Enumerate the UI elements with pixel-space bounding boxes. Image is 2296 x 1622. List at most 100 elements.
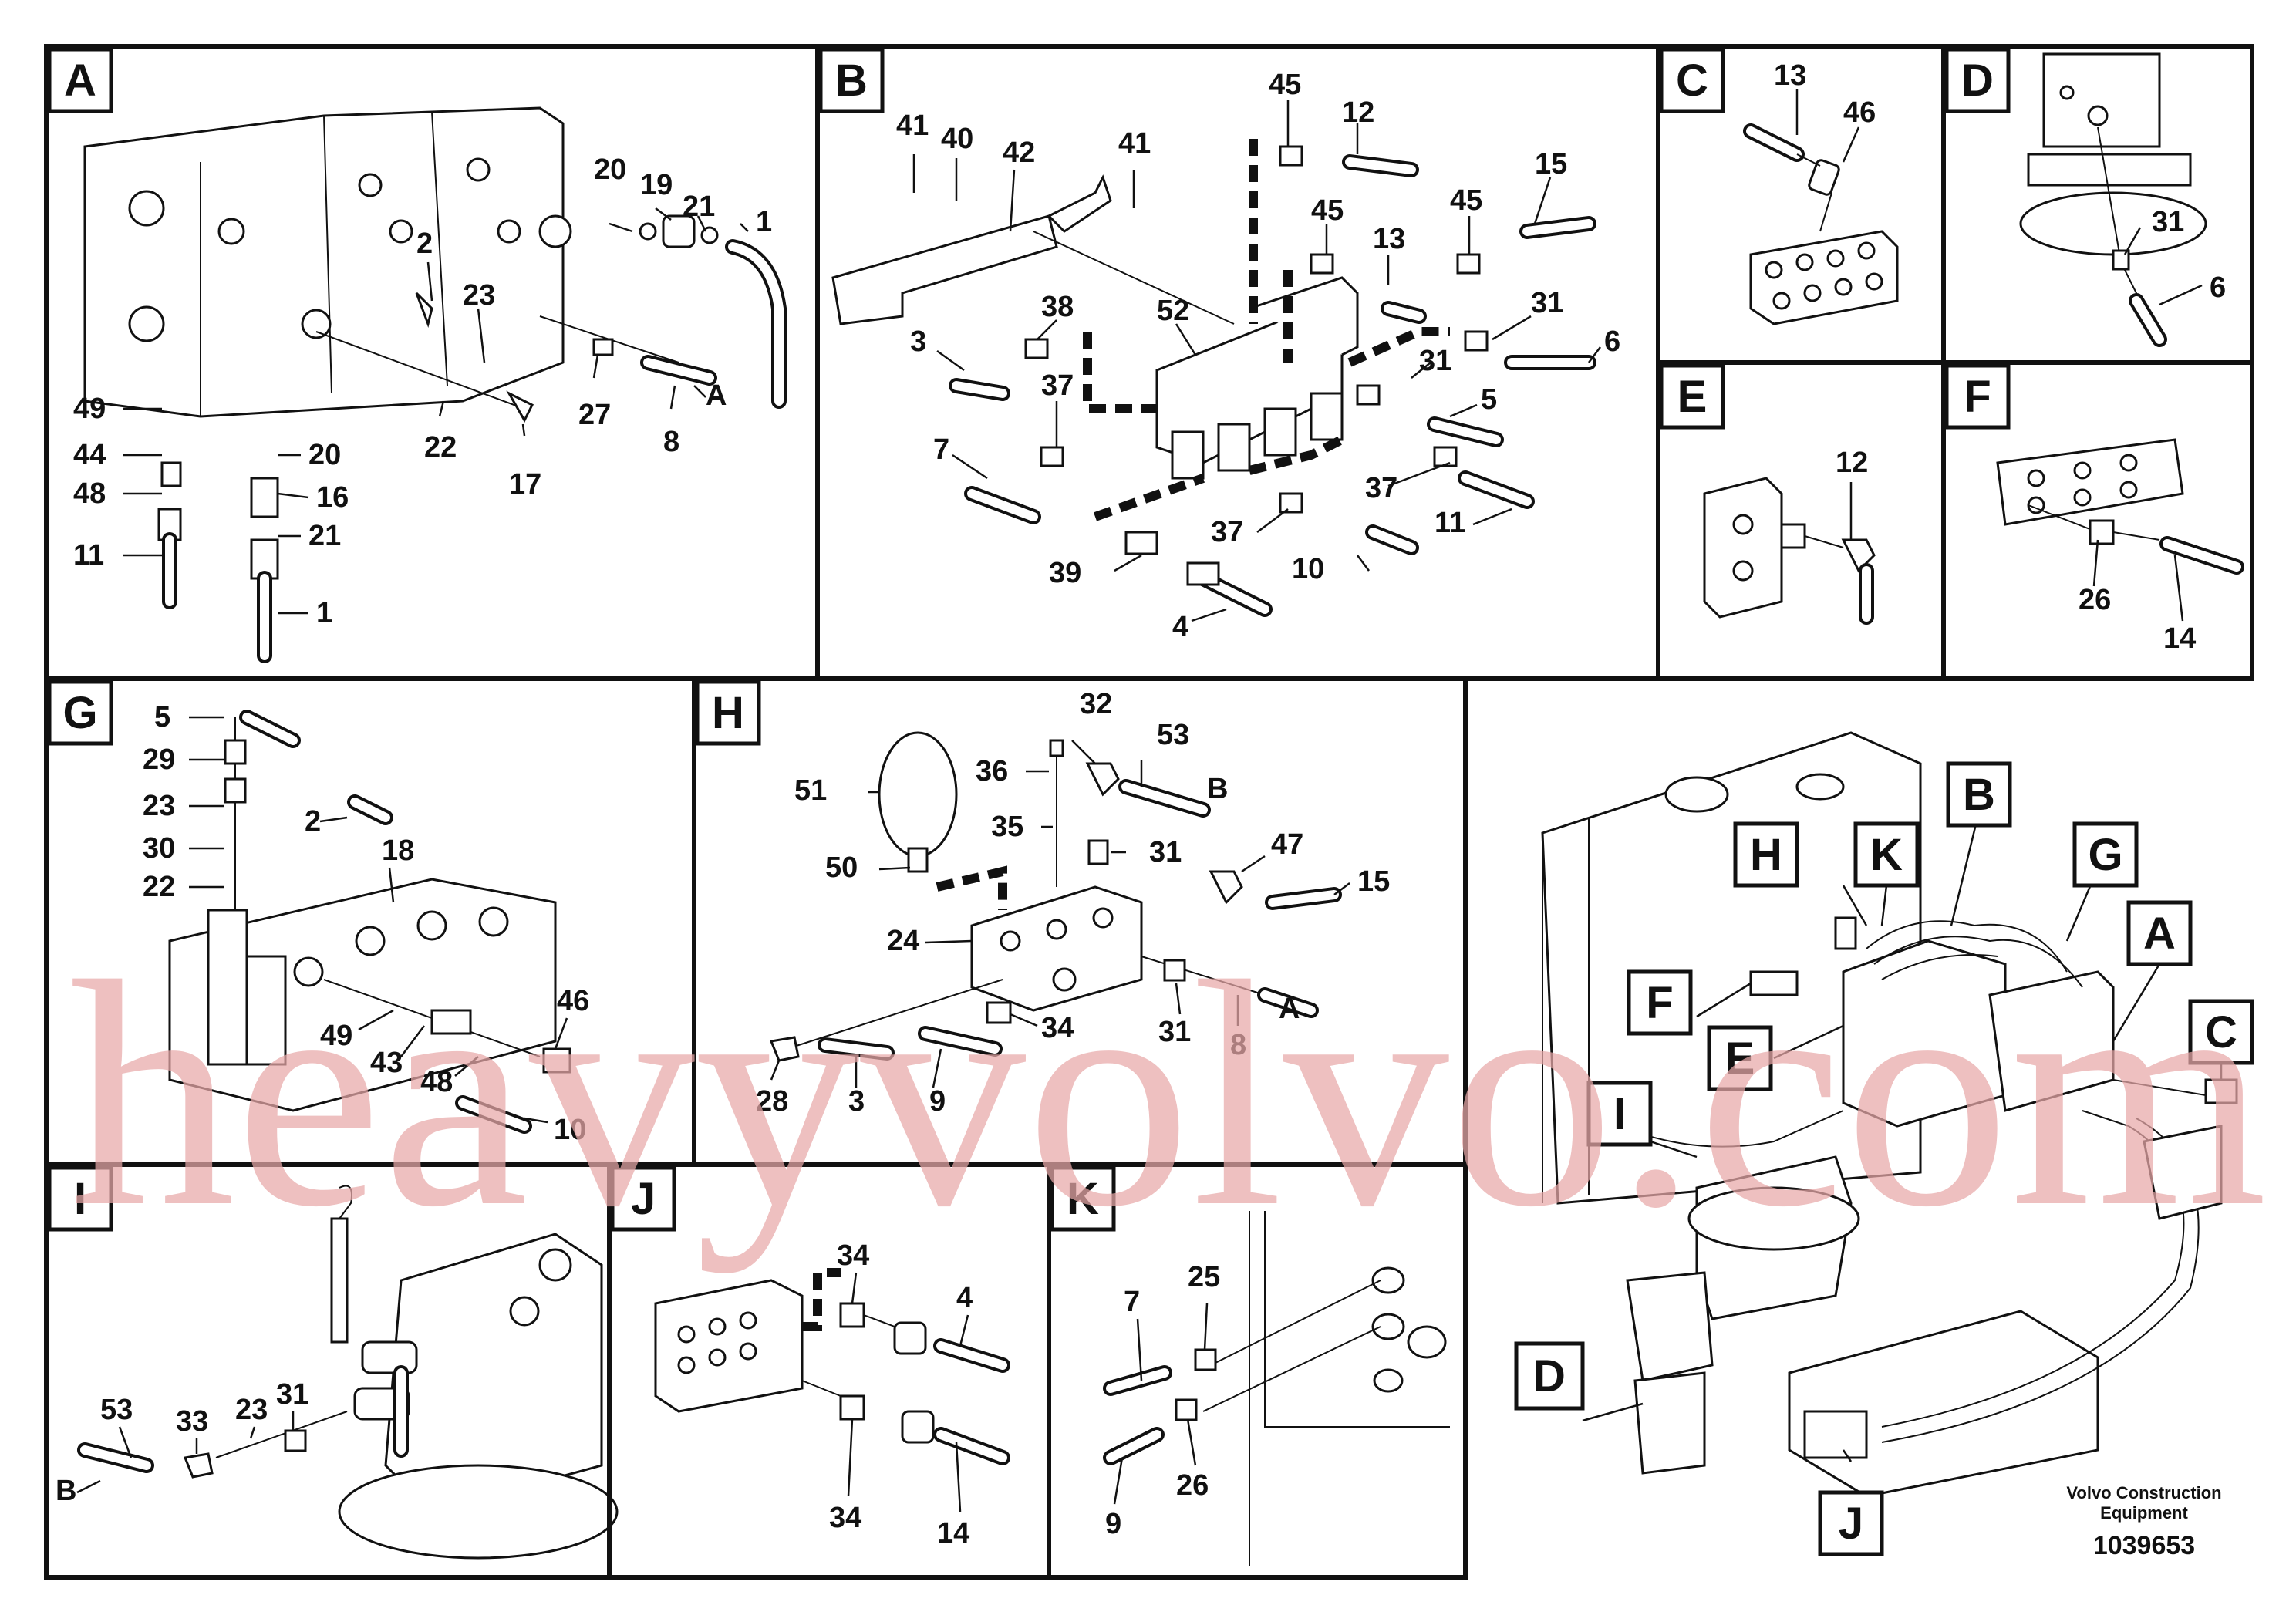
overview-tags: B H K G A F C E I D J	[1514, 761, 2254, 1556]
callout-b-10: 10	[1292, 553, 1324, 585]
callout-b-45c: 45	[1450, 184, 1482, 217]
callout-a-48: 48	[73, 477, 106, 510]
overview-tag-e: E	[1725, 1034, 1755, 1084]
callout-b-38: 38	[1041, 291, 1074, 323]
callout-b-45: 45	[1269, 69, 1301, 101]
overview-tag-g: G	[2088, 830, 2122, 880]
panel-f: F 26 14	[1941, 360, 2254, 681]
panel-h-tag: H	[712, 688, 744, 738]
callout-h-8: 8	[1230, 1029, 1246, 1061]
callout-b-52: 52	[1157, 295, 1189, 327]
callout-a-1: 1	[756, 206, 772, 238]
callout-h-28: 28	[756, 1085, 788, 1118]
panel-b-leaders	[912, 100, 1601, 622]
callout-a-11: 11	[73, 539, 104, 572]
footer: Volvo Construction Equipment 1039653	[2066, 1483, 2221, 1560]
callout-g-5: 5	[154, 701, 170, 733]
callout-i-B: B	[56, 1475, 76, 1507]
panel-a-leaders	[123, 207, 749, 615]
callout-d-6: 6	[2210, 271, 2226, 304]
callout-a-27: 27	[578, 399, 611, 431]
callout-h-15: 15	[1357, 865, 1390, 898]
callout-h-31b: 31	[1158, 1016, 1191, 1048]
callout-a-44: 44	[73, 439, 106, 471]
panel-a: A	[44, 44, 820, 681]
panel-d-tag: D	[1961, 56, 1994, 106]
callout-b-41: 41	[896, 110, 929, 142]
callout-b-11: 11	[1435, 507, 1465, 539]
callout-a-21: 21	[683, 191, 715, 223]
callout-b-37c: 37	[1211, 516, 1243, 548]
callout-h-24: 24	[887, 925, 919, 957]
callout-h-51: 51	[794, 774, 827, 807]
panel-b-callouts: 41 40 42 41 45 12 45 15 45 13 38 52 31 3…	[896, 69, 1620, 643]
callout-g-2: 2	[305, 805, 321, 838]
callout-b-15: 15	[1535, 148, 1567, 180]
callout-g-30: 30	[143, 832, 175, 865]
callout-h-35: 35	[991, 811, 1023, 843]
panel-k-tag: K	[1067, 1174, 1099, 1224]
callout-h-50: 50	[825, 851, 858, 884]
callout-b-3: 3	[910, 325, 926, 358]
callout-a-A: A	[706, 379, 727, 412]
callout-j-4: 4	[956, 1282, 973, 1314]
callout-g-22: 22	[143, 871, 175, 903]
callout-a-16: 16	[316, 481, 349, 514]
panel-j: J 34 4 34 14	[607, 1162, 1051, 1580]
document-number: 1039653	[2093, 1531, 2195, 1560]
overview-tag-d: D	[1533, 1351, 1566, 1401]
callout-b-12: 12	[1342, 96, 1374, 129]
callout-i-53: 53	[100, 1394, 133, 1426]
callout-a-17: 17	[509, 468, 541, 501]
callout-a-23: 23	[463, 279, 495, 312]
panel-g: G 5 29 23 30 22 2 18 49 43 48 46 10	[44, 676, 696, 1167]
callout-k-26: 26	[1176, 1469, 1209, 1502]
callout-b-5: 5	[1481, 383, 1497, 416]
callout-h-32: 32	[1080, 688, 1112, 720]
b-hoses	[949, 139, 1596, 617]
callout-a-21b: 21	[308, 520, 341, 552]
callout-b-6: 6	[1604, 325, 1620, 358]
callout-b-7: 7	[933, 433, 949, 466]
callout-g-46: 46	[557, 985, 589, 1017]
callout-h-A: A	[1279, 993, 1300, 1025]
callout-c-46: 46	[1843, 96, 1876, 129]
manifold-block	[1155, 276, 1359, 480]
callout-g-48: 48	[420, 1066, 453, 1098]
callout-a-49: 49	[73, 393, 106, 425]
panel-j-tag: J	[631, 1174, 656, 1224]
overview-tag-h: H	[1750, 830, 1782, 880]
callout-b-37b: 37	[1365, 472, 1397, 504]
panel-g-tag: G	[62, 688, 97, 738]
callout-h-31: 31	[1149, 836, 1182, 868]
overview-tag-i: I	[1613, 1089, 1626, 1139]
callout-a-2: 2	[416, 228, 433, 260]
callout-h-47: 47	[1271, 828, 1303, 861]
callout-i-23: 23	[235, 1394, 268, 1426]
panel-b: B	[815, 44, 1660, 681]
callout-a-20: 20	[594, 153, 626, 186]
callout-k-7: 7	[1124, 1286, 1140, 1318]
callout-a-19: 19	[640, 169, 673, 201]
callout-e-12: 12	[1836, 447, 1868, 479]
panel-a-tag: A	[64, 56, 96, 106]
watermark-text: heavyvolvo.com	[69, 915, 2267, 1274]
callout-g-29: 29	[143, 744, 175, 776]
callout-h-9: 9	[929, 1085, 946, 1118]
callout-k-25: 25	[1188, 1261, 1220, 1293]
callout-i-33: 33	[176, 1405, 208, 1438]
overview-tag-j: J	[1839, 1499, 1863, 1549]
bracket	[831, 174, 1235, 325]
panel-i-tag: I	[74, 1174, 86, 1224]
panel-h: H 32 53 B 36 51 35 31 4	[692, 676, 1468, 1167]
callout-f-14: 14	[2163, 622, 2196, 655]
callout-b-37: 37	[1041, 369, 1074, 402]
callout-h-3: 3	[848, 1085, 865, 1118]
callout-b-39: 39	[1049, 557, 1081, 589]
callout-g-10: 10	[554, 1114, 586, 1146]
overview-tag-f: F	[1646, 978, 1673, 1028]
footer-company-line2: Equipment	[2100, 1503, 2188, 1523]
callout-i-31: 31	[276, 1378, 308, 1411]
panel-e-tag: E	[1677, 372, 1708, 422]
